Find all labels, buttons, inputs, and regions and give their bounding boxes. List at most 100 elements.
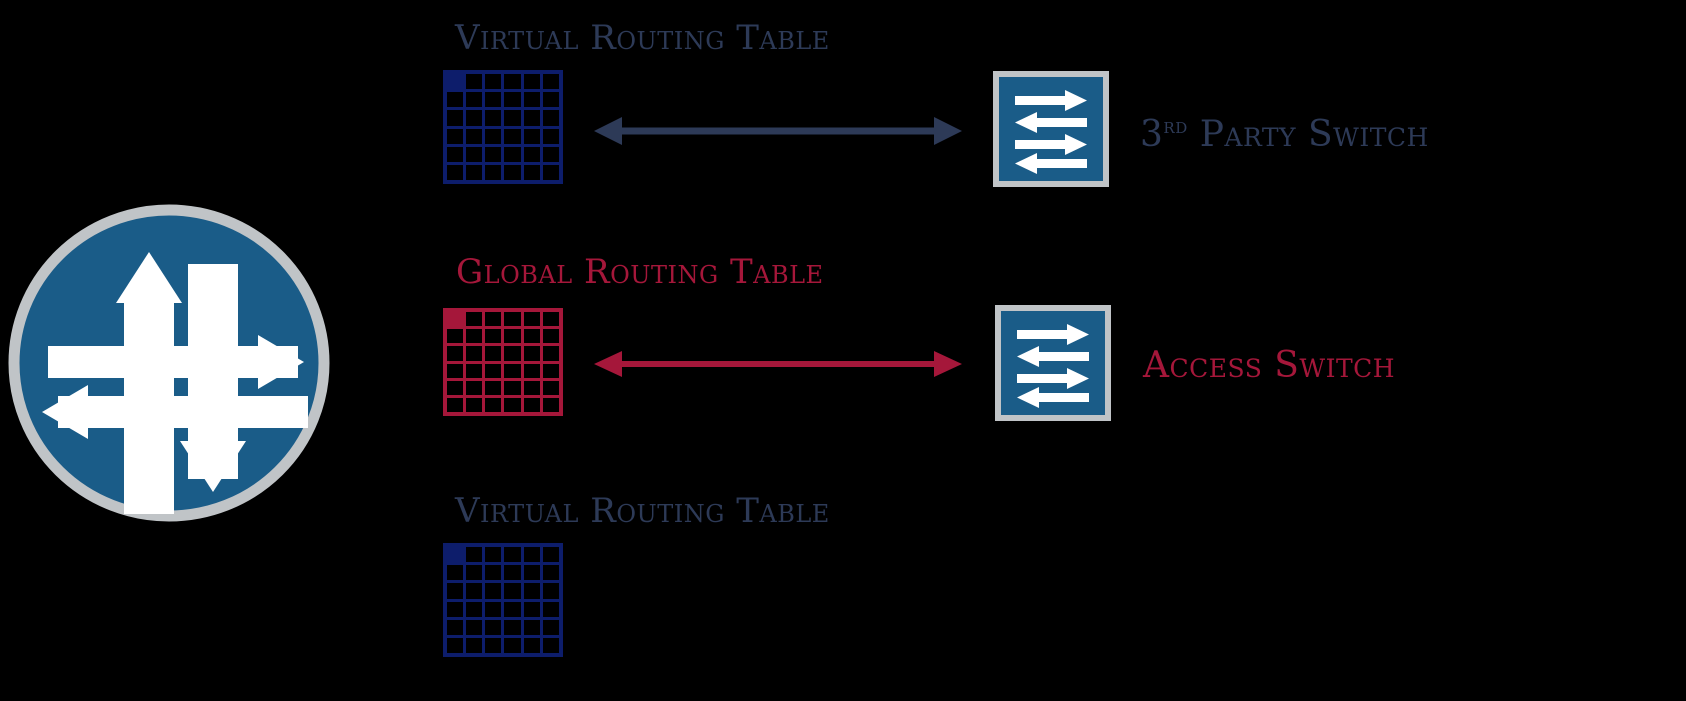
table-cell: [485, 128, 502, 144]
table-cell: [542, 92, 559, 108]
table-cell: [466, 92, 483, 108]
table-cell: [447, 601, 464, 617]
router-icon: [8, 204, 330, 522]
table-cell: [542, 312, 559, 327]
table-cell: [447, 164, 464, 180]
connector-arrow-global-to-access: [592, 345, 964, 383]
table-cell: [485, 92, 502, 108]
table-cell: [485, 637, 502, 653]
switch-label-superscript: rd: [1163, 114, 1188, 138]
table-cell: [447, 583, 464, 599]
table-cell: [447, 312, 463, 326]
table-cell: [504, 74, 521, 90]
table-cell: [504, 363, 521, 378]
table-cell: [485, 565, 502, 581]
table-cell: [504, 92, 521, 108]
table-cell: [466, 128, 483, 144]
table-cell: [504, 146, 521, 162]
table-cell: [485, 146, 502, 162]
table-cell: [447, 128, 464, 144]
table-cell: [542, 110, 559, 126]
table-cell: [523, 397, 540, 412]
table-cell: [504, 601, 521, 617]
table-cell: [485, 547, 502, 563]
table-cell: [447, 363, 464, 378]
routing-table-virtual-2: [443, 543, 563, 657]
table-cell: [466, 619, 483, 635]
table-cell: [523, 583, 540, 599]
table-cell: [504, 329, 521, 344]
table-cell: [542, 363, 559, 378]
routing-table-virtual-1: [443, 70, 563, 184]
table-cell: [447, 547, 463, 562]
connector-arrow-virtual-to-third-party: [592, 112, 964, 150]
table-cell: [504, 164, 521, 180]
table-cell: [466, 346, 483, 361]
table-cell: [447, 346, 464, 361]
table-cell: [523, 619, 540, 635]
table-cell: [523, 547, 540, 563]
table-cell: [504, 128, 521, 144]
table-cell: [523, 363, 540, 378]
table-cell: [466, 565, 483, 581]
table-cell: [466, 164, 483, 180]
table-cell: [523, 74, 540, 90]
table-cell: [542, 601, 559, 617]
table-cell: [466, 547, 483, 563]
table-cell: [485, 601, 502, 617]
table-cell: [447, 380, 464, 395]
table-cell: [504, 312, 521, 327]
table-cell: [542, 146, 559, 162]
table-cell: [447, 637, 464, 653]
switch-label-third-party: 3rd Party Switch: [1140, 114, 1429, 155]
table-cell: [447, 146, 464, 162]
table-cell: [523, 110, 540, 126]
table-cell: [542, 329, 559, 344]
table-cell: [447, 397, 464, 412]
table-cell: [466, 312, 483, 327]
table-cell: [523, 565, 540, 581]
table-cell: [542, 637, 559, 653]
table-cell: [523, 128, 540, 144]
table-cell: [485, 619, 502, 635]
table-cell: [485, 397, 502, 412]
table-cell: [523, 92, 540, 108]
table-cell: [542, 164, 559, 180]
network-switch-icon-access: [995, 305, 1111, 421]
table-cell: [504, 637, 521, 653]
table-cell: [504, 565, 521, 581]
table-cell: [447, 619, 464, 635]
table-cell: [523, 329, 540, 344]
table-cell: [542, 346, 559, 361]
table-cell: [466, 74, 483, 90]
table-cell: [523, 346, 540, 361]
table-cell: [466, 363, 483, 378]
heading-global-routing-table: Global Routing Table: [456, 252, 824, 292]
table-cell: [542, 583, 559, 599]
table-cell: [447, 74, 463, 89]
table-cell: [542, 74, 559, 90]
table-cell: [523, 164, 540, 180]
table-cell: [485, 164, 502, 180]
heading-virtual-routing-table-1: Virtual Routing Table: [455, 18, 830, 58]
table-cell: [485, 583, 502, 599]
table-cell: [447, 565, 464, 581]
network-switch-icon-third-party: [993, 71, 1109, 187]
table-cell: [485, 363, 502, 378]
table-cell: [504, 583, 521, 599]
table-cell: [523, 312, 540, 327]
table-cell: [466, 110, 483, 126]
table-cell: [504, 346, 521, 361]
table-cell: [504, 547, 521, 563]
table-cell: [504, 397, 521, 412]
switch-label-access: Access Switch: [1143, 345, 1396, 386]
switch-label-prefix: 3: [1140, 114, 1164, 155]
heading-virtual-routing-table-2: Virtual Routing Table: [455, 491, 830, 531]
table-cell: [523, 146, 540, 162]
table-cell: [504, 619, 521, 635]
table-cell: [466, 637, 483, 653]
table-cell: [523, 637, 540, 653]
table-cell: [466, 583, 483, 599]
table-cell: [504, 380, 521, 395]
table-cell: [466, 601, 483, 617]
